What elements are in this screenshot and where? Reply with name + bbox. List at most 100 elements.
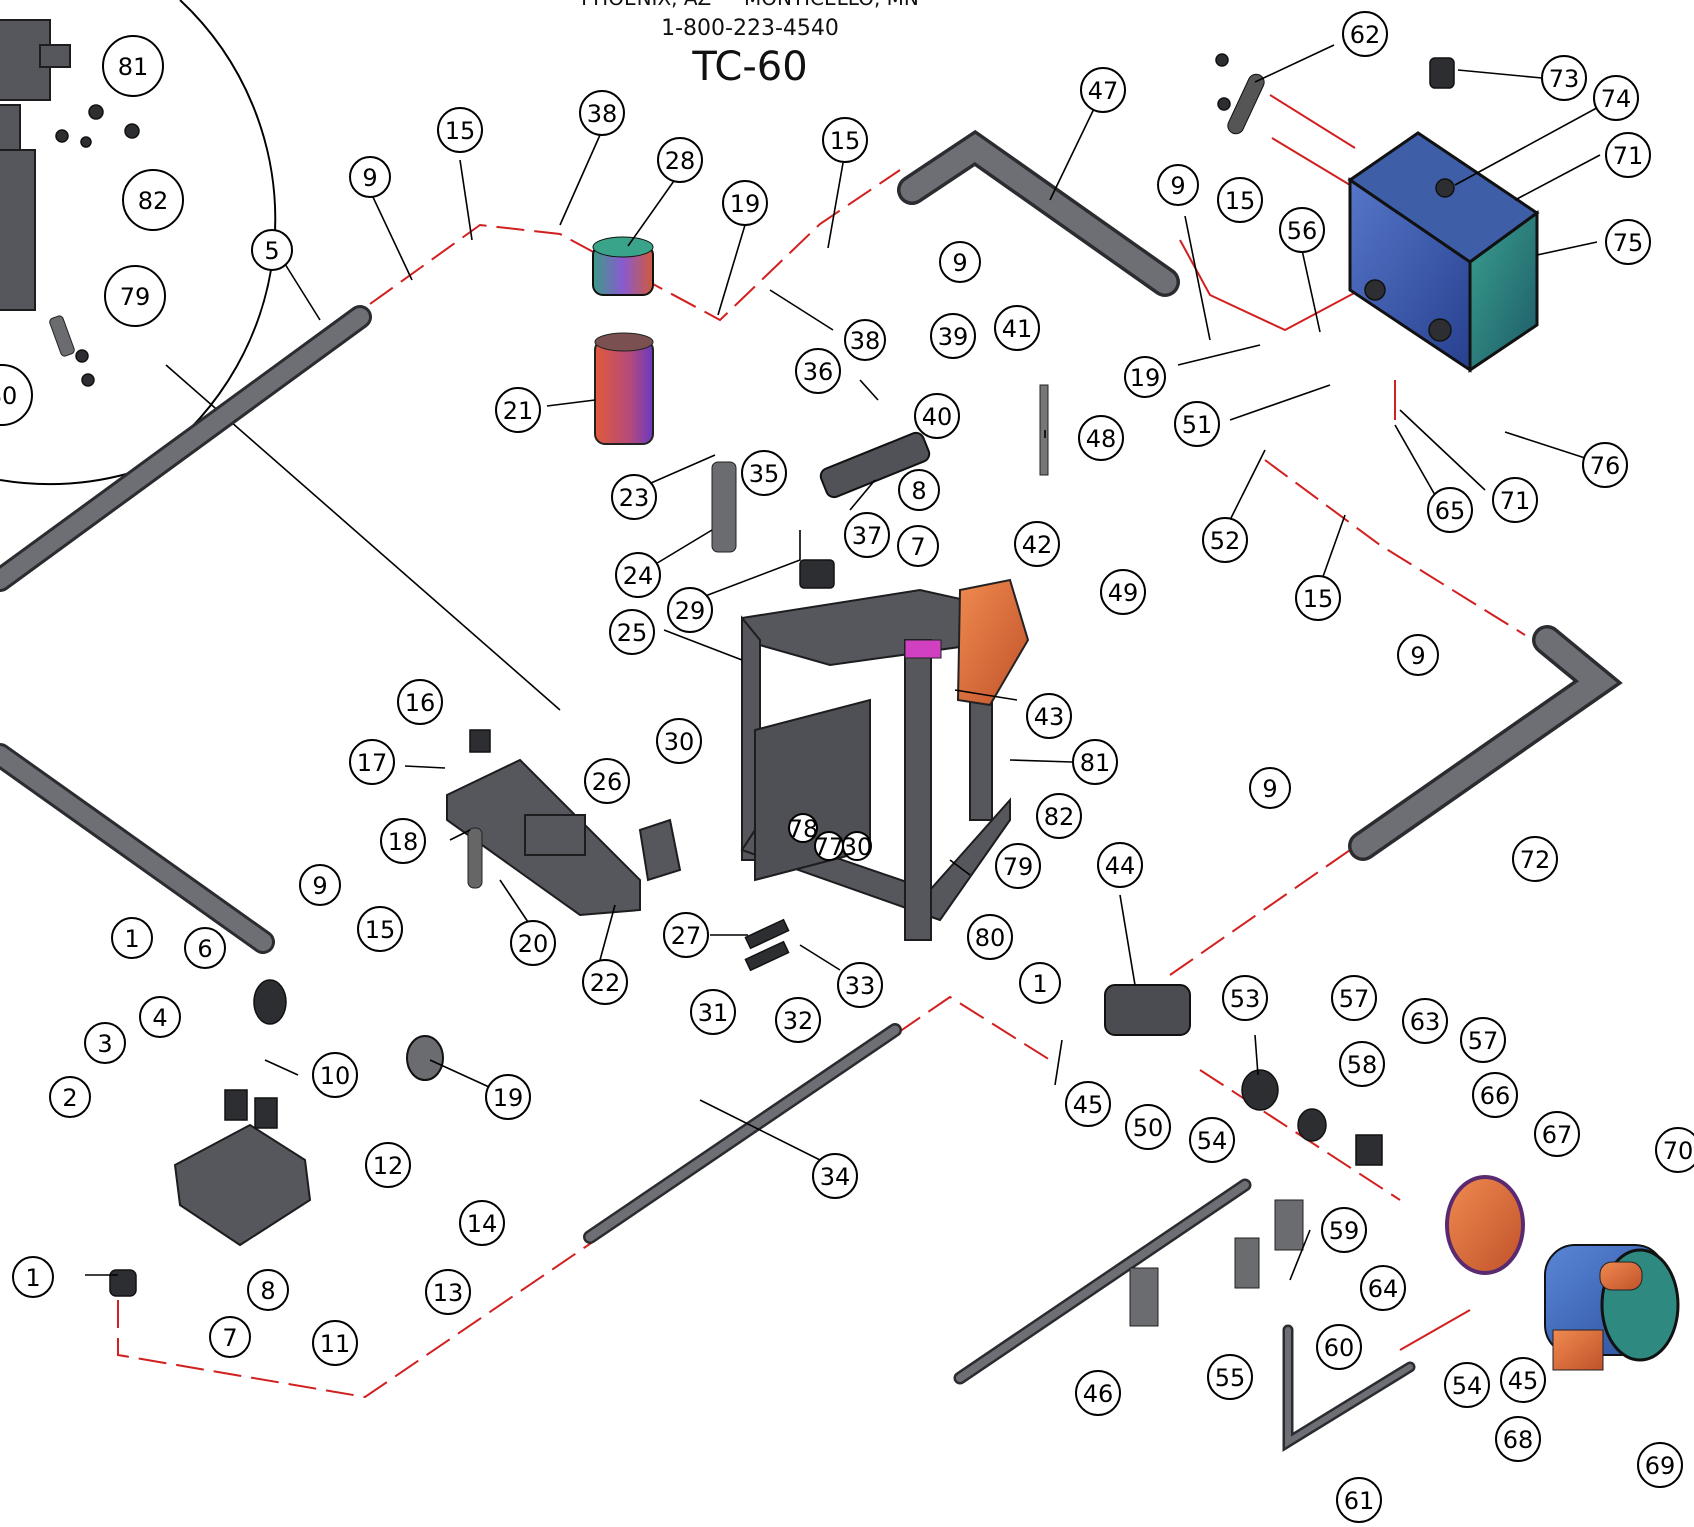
callout-17: 17 — [349, 739, 395, 785]
callout-label: 1 — [1032, 970, 1047, 998]
callout-label: 64 — [1368, 1275, 1399, 1303]
callout-label: 19 — [1130, 364, 1161, 392]
callout-label: 4 — [152, 1004, 167, 1032]
callout-1: 1 — [111, 917, 153, 959]
callout-82: 82 — [1036, 793, 1082, 839]
control-valve — [109, 979, 444, 1297]
callout-circle — [1078, 415, 1124, 461]
callout-39: 39 — [930, 313, 976, 359]
callout-15: 15 — [1295, 575, 1341, 621]
callout-label: 65 — [1435, 497, 1466, 525]
callout-label: 81 — [1080, 749, 1111, 777]
callout-circle — [584, 758, 630, 804]
callout-circle — [425, 1269, 471, 1315]
callout-circle — [842, 831, 872, 861]
callout-label: 75 — [1613, 229, 1644, 257]
callout-label: 23 — [619, 484, 650, 512]
filter-assembly — [592, 236, 654, 445]
callout-label: 20 — [518, 930, 549, 958]
callout-label: 19 — [493, 1084, 524, 1112]
hydraulic-tank — [1215, 53, 1540, 373]
callout-label: 38 — [850, 327, 881, 355]
callout-label: 69 — [1645, 1452, 1676, 1480]
callout-57: 57 — [1460, 1017, 1506, 1063]
callout-65: 65 — [1427, 487, 1473, 533]
callout-81: 81 — [102, 35, 164, 97]
callout-33: 33 — [837, 962, 883, 1008]
callout-circle — [102, 35, 164, 97]
callout-71: 71 — [1492, 477, 1538, 523]
callout-label: 18 — [388, 828, 419, 856]
callout-label: 13 — [433, 1279, 464, 1307]
callout-circle — [299, 864, 341, 906]
callout-label: 59 — [1329, 1217, 1360, 1245]
callout-circle — [1295, 575, 1341, 621]
callout-15: 15 — [357, 906, 403, 952]
callout-label: 72 — [1520, 846, 1551, 874]
callout-circle — [775, 997, 821, 1043]
callout-circle — [844, 319, 886, 361]
callout-9: 9 — [299, 864, 341, 906]
callout-5: 5 — [251, 229, 293, 271]
callout-48: 48 — [1078, 415, 1124, 461]
callout-53: 53 — [1222, 975, 1268, 1021]
callout-77: 77 — [814, 831, 844, 861]
callout-64: 64 — [1360, 1265, 1406, 1311]
callout-54: 54 — [1189, 1117, 1235, 1163]
callout-9: 9 — [1249, 767, 1291, 809]
callout-55: 55 — [1207, 1354, 1253, 1400]
callout-10: 10 — [312, 1052, 358, 1098]
callout-circle — [1036, 793, 1082, 839]
callout-label: 38 — [587, 100, 618, 128]
callout-label: 39 — [938, 323, 969, 351]
callout-circle — [1124, 356, 1166, 398]
callout-circle — [1100, 569, 1146, 615]
callout-circle — [837, 962, 883, 1008]
callout-23: 23 — [611, 474, 657, 520]
callout-label: 8 — [911, 477, 926, 505]
callout-70: 70 — [1655, 1127, 1694, 1173]
callout-19: 19 — [485, 1074, 531, 1120]
callout-22: 22 — [582, 959, 628, 1005]
callout-circle — [485, 1074, 531, 1120]
callout-label: 5 — [264, 237, 279, 265]
callout-label: 9 — [1262, 775, 1277, 803]
callout-circle — [1637, 1442, 1683, 1488]
callout-37: 37 — [844, 512, 890, 558]
callout-69: 69 — [1637, 1442, 1683, 1488]
callout-46: 46 — [1075, 1370, 1121, 1416]
callout-circle — [1157, 164, 1199, 206]
callout-label: 27 — [671, 922, 702, 950]
callout-63: 63 — [1402, 998, 1448, 1044]
callout-81: 81 — [1072, 739, 1118, 785]
callout-52: 52 — [1202, 517, 1248, 563]
callout-66: 66 — [1472, 1072, 1518, 1118]
callout-circle — [357, 906, 403, 952]
callout-label: 19 — [730, 190, 761, 218]
callout-label: 53 — [1230, 985, 1261, 1013]
main-frame — [740, 578, 1030, 941]
callout-9: 9 — [939, 241, 981, 283]
callout-circle — [1014, 521, 1060, 567]
callout-circle — [1655, 1127, 1694, 1173]
callout-label: 54 — [1452, 1372, 1483, 1400]
callout-circle — [663, 912, 709, 958]
callout-8: 8 — [247, 1269, 289, 1311]
callout-circle — [1217, 177, 1263, 223]
callout-80: 80 — [0, 364, 33, 426]
callout-6: 6 — [184, 927, 226, 969]
motor-pump — [1104, 984, 1680, 1371]
callout-24: 24 — [615, 552, 661, 598]
callout-9: 9 — [1397, 634, 1439, 676]
callout-label: 80 — [975, 924, 1006, 952]
callout-56: 56 — [1279, 207, 1325, 253]
callout-57: 57 — [1331, 975, 1377, 1021]
callout-label: 45 — [1073, 1091, 1104, 1119]
callout-50: 50 — [1125, 1104, 1171, 1150]
callout-label: 70 — [1663, 1137, 1694, 1165]
callout-circle — [1249, 767, 1291, 809]
callout-11: 11 — [312, 1320, 358, 1366]
callout-circle — [994, 305, 1040, 351]
callout-label: 28 — [665, 147, 696, 175]
